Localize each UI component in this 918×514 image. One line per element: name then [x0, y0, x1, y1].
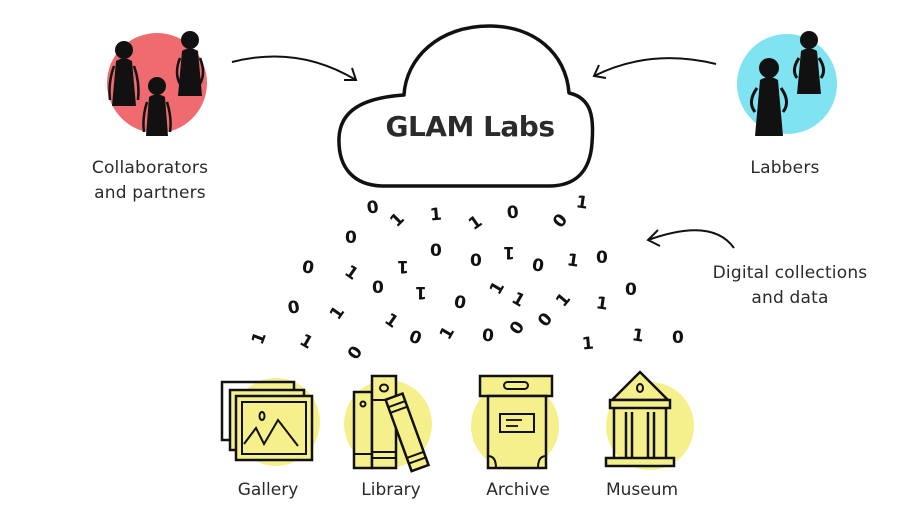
- arrow-data-to-label-icon: [646, 229, 735, 249]
- binary-digit: 1: [415, 282, 427, 302]
- binary-digit: 0: [596, 248, 608, 268]
- binary-digit: 0: [505, 317, 530, 339]
- binary-digit: 1: [435, 323, 460, 344]
- binary-digit: 0: [345, 228, 357, 248]
- picture-frames-icon: [220, 378, 320, 466]
- museum-building-icon: [604, 370, 694, 470]
- arrow-collaborators-to-cloud-icon: [231, 55, 358, 81]
- collaborators-label-line1: Collaborators: [91, 158, 209, 178]
- binary-digit: 1: [296, 330, 317, 354]
- binary-digit: 1: [340, 261, 362, 285]
- binary-digit: 1: [485, 278, 510, 299]
- archive-box-icon: [471, 374, 559, 470]
- binary-digit: 1: [386, 208, 409, 232]
- collaborators-label: Collaborators and partners: [60, 156, 240, 206]
- binary-digit: 0: [506, 202, 520, 224]
- binary-digit: 1: [397, 256, 409, 276]
- institution-label: Archive: [486, 480, 550, 500]
- binary-digit: 0: [365, 197, 381, 219]
- binary-digit: 1: [574, 192, 590, 214]
- cloud-title: GLAM Labs: [385, 110, 555, 143]
- binary-digit: 0: [430, 241, 442, 261]
- binary-digit: 0: [625, 280, 637, 300]
- digital-collections-label-line1: Digital collections: [712, 263, 868, 283]
- books-icon: [344, 374, 432, 473]
- digital-collections-label-line2: and data: [751, 288, 829, 308]
- people-group-icon: [107, 31, 207, 136]
- binary-digit: 0: [672, 328, 684, 348]
- binary-digit: 1: [508, 288, 529, 312]
- binary-digit: 1: [503, 242, 515, 262]
- binary-digit: 0: [470, 251, 482, 271]
- binary-digit: 0: [300, 257, 316, 279]
- binary-digit: 1: [325, 302, 350, 324]
- binary-digit: 0: [549, 210, 573, 233]
- institution-label: Museum: [605, 480, 679, 500]
- binary-digit: 1: [429, 204, 443, 226]
- institution-label: Gallery: [237, 480, 299, 500]
- binary-digit: 0: [534, 309, 558, 332]
- institution-label: Library: [361, 480, 421, 500]
- binary-digit: 0: [481, 325, 495, 347]
- binary-digit: 0: [530, 255, 546, 277]
- collaborators-label-line2: and partners: [94, 183, 206, 203]
- cloud-icon: [337, 24, 595, 188]
- binary-digit: 0: [372, 278, 384, 298]
- binary-digit: 1: [465, 211, 487, 235]
- binary-digit: 1: [380, 309, 402, 333]
- binary-digit: 0: [343, 342, 368, 364]
- people-pair-icon: [737, 31, 837, 136]
- binary-digit: 0: [406, 326, 425, 350]
- binary-digit: 1: [248, 329, 271, 348]
- binary-digit: 0: [452, 292, 468, 314]
- binary-digit: 1: [630, 325, 646, 347]
- binary-digit: 1: [594, 293, 610, 315]
- binary-digit: 0: [286, 297, 302, 319]
- binary-digit: 1: [581, 333, 595, 355]
- binary-digit: 1: [552, 289, 576, 312]
- labbers-label: Labbers: [750, 158, 820, 178]
- binary-digit: 1: [565, 250, 581, 272]
- arrow-labbers-to-cloud-icon: [592, 57, 717, 79]
- digital-collections-label: Digital collections and data: [690, 261, 890, 311]
